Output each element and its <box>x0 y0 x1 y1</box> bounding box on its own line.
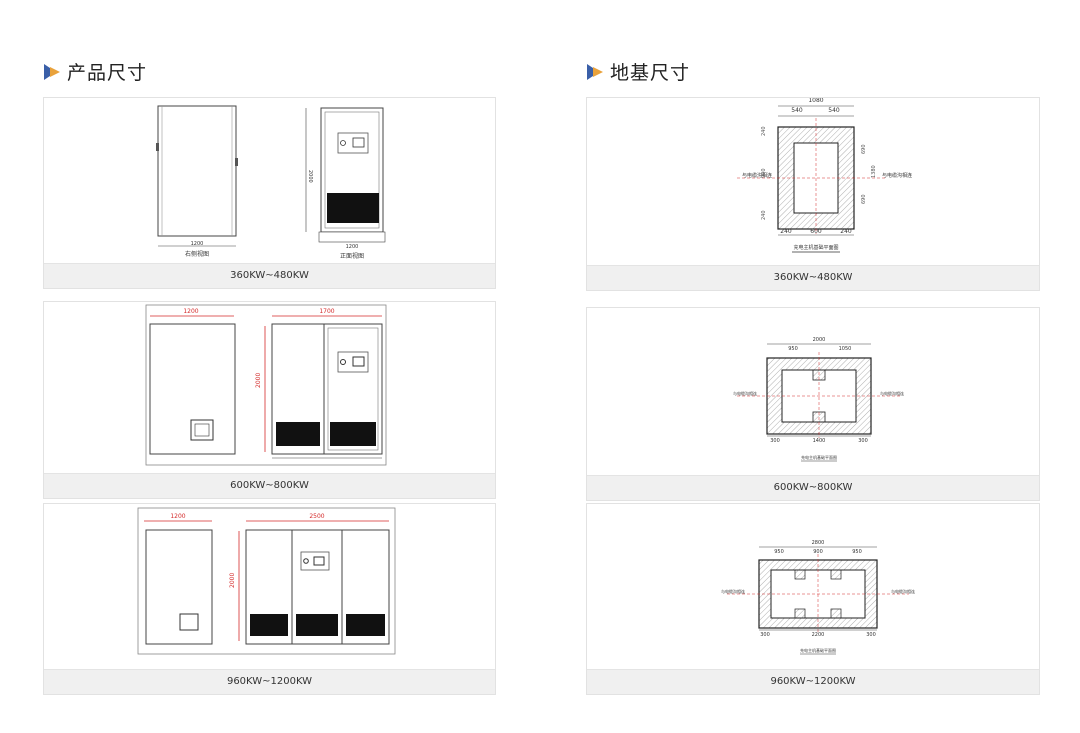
product-drawing-3: 1200 2500 2000 <box>137 507 396 655</box>
svg-text:1050: 1050 <box>839 346 852 352</box>
svg-text:与电缆沟相连: 与电缆沟相连 <box>880 390 904 396</box>
svg-text:690: 690 <box>861 194 867 204</box>
product-drawing-1: 1200 右侧视图 2000 1200 正面视图 <box>156 105 386 260</box>
svg-text:950: 950 <box>852 549 862 555</box>
svg-text:2200: 2200 <box>812 632 825 638</box>
foundation-drawing-2: 2000 950 1050 与电缆沟相连 与电缆沟相连 300 1400 300… <box>733 337 904 462</box>
foundation-card-1: 1080 540 540 与电缆沟相连 与电缆沟相连 240 900 240 6… <box>586 97 1040 291</box>
product-caption-1: 360KW~480KW <box>44 263 495 288</box>
svg-text:2000: 2000 <box>229 573 236 588</box>
svg-text:充电主机基础平面图: 充电主机基础平面图 <box>801 454 837 460</box>
svg-text:2500: 2500 <box>309 513 324 520</box>
product-size-title: 产品尺寸 <box>44 58 147 85</box>
svg-text:1700: 1700 <box>319 308 334 315</box>
svg-text:690: 690 <box>861 144 867 154</box>
svg-text:与电缆沟相连: 与电缆沟相连 <box>891 588 915 594</box>
foundation-card-3: 2800 950 900 950 与电缆沟相连 与电缆沟相连 300 2200 … <box>586 503 1040 695</box>
foundation-caption-1: 360KW~480KW <box>587 265 1039 290</box>
foundation-caption-3: 960KW~1200KW <box>587 669 1039 694</box>
foundation-size-title: 地基尺寸 <box>587 58 690 85</box>
product-card-1: 1200 右侧视图 2000 1200 正面视图 360KW~480KW <box>43 97 496 289</box>
svg-text:540: 540 <box>828 107 840 114</box>
svg-text:950: 950 <box>788 346 798 352</box>
svg-text:2800: 2800 <box>812 540 825 546</box>
product-card-2: 1200 1700 2000 600KW~800KW <box>43 301 496 499</box>
product-drawing-2: 1200 1700 2000 <box>145 304 387 466</box>
product-card-3: 1200 2500 2000 960KW~1200KW <box>43 503 496 695</box>
svg-text:950: 950 <box>774 549 784 555</box>
svg-text:1200: 1200 <box>170 513 185 520</box>
svg-text:充电主机基础平面图: 充电主机基础平面图 <box>793 244 838 251</box>
svg-text:1200: 1200 <box>183 308 198 315</box>
foundation-card-2: 2000 950 1050 与电缆沟相连 与电缆沟相连 300 1400 300… <box>586 307 1040 501</box>
svg-text:300: 300 <box>866 632 876 638</box>
svg-text:240: 240 <box>761 126 767 136</box>
svg-text:900: 900 <box>761 168 767 178</box>
foundation-drawing-3: 2800 950 900 950 与电缆沟相连 与电缆沟相连 300 2200 … <box>721 540 915 655</box>
play-triangle-icon <box>44 63 60 80</box>
svg-text:2000: 2000 <box>255 373 262 388</box>
svg-text:1400: 1400 <box>813 438 826 444</box>
svg-text:与电缆沟相连: 与电缆沟相连 <box>742 172 772 179</box>
play-triangle-icon <box>587 63 603 80</box>
svg-text:充电主机基础平面图: 充电主机基础平面图 <box>800 647 836 653</box>
svg-text:900: 900 <box>813 549 823 555</box>
svg-text:240: 240 <box>780 228 792 235</box>
svg-text:与电缆沟相连: 与电缆沟相连 <box>721 588 745 594</box>
svg-text:右侧视图: 右侧视图 <box>185 250 209 258</box>
svg-text:240: 240 <box>761 210 767 220</box>
product-caption-3: 960KW~1200KW <box>44 669 495 694</box>
svg-text:与电缆沟相连: 与电缆沟相连 <box>882 172 912 179</box>
svg-text:300: 300 <box>760 632 770 638</box>
svg-text:600: 600 <box>810 228 822 235</box>
svg-text:300: 300 <box>858 438 868 444</box>
svg-text:1200: 1200 <box>346 244 359 250</box>
svg-text:300: 300 <box>770 438 780 444</box>
svg-text:2000: 2000 <box>307 170 313 183</box>
svg-text:1080: 1080 <box>808 98 823 104</box>
foundation-caption-2: 600KW~800KW <box>587 475 1039 500</box>
svg-text:正面视图: 正面视图 <box>340 252 364 260</box>
product-caption-2: 600KW~800KW <box>44 473 495 498</box>
svg-text:540: 540 <box>791 107 803 114</box>
svg-text:1380: 1380 <box>871 165 877 178</box>
svg-text:240: 240 <box>840 228 852 235</box>
svg-text:1200: 1200 <box>191 241 204 247</box>
svg-text:与电缆沟相连: 与电缆沟相连 <box>733 390 757 396</box>
foundation-drawing-1: 1080 540 540 与电缆沟相连 与电缆沟相连 240 900 240 6… <box>737 98 912 253</box>
svg-text:2000: 2000 <box>813 337 826 343</box>
